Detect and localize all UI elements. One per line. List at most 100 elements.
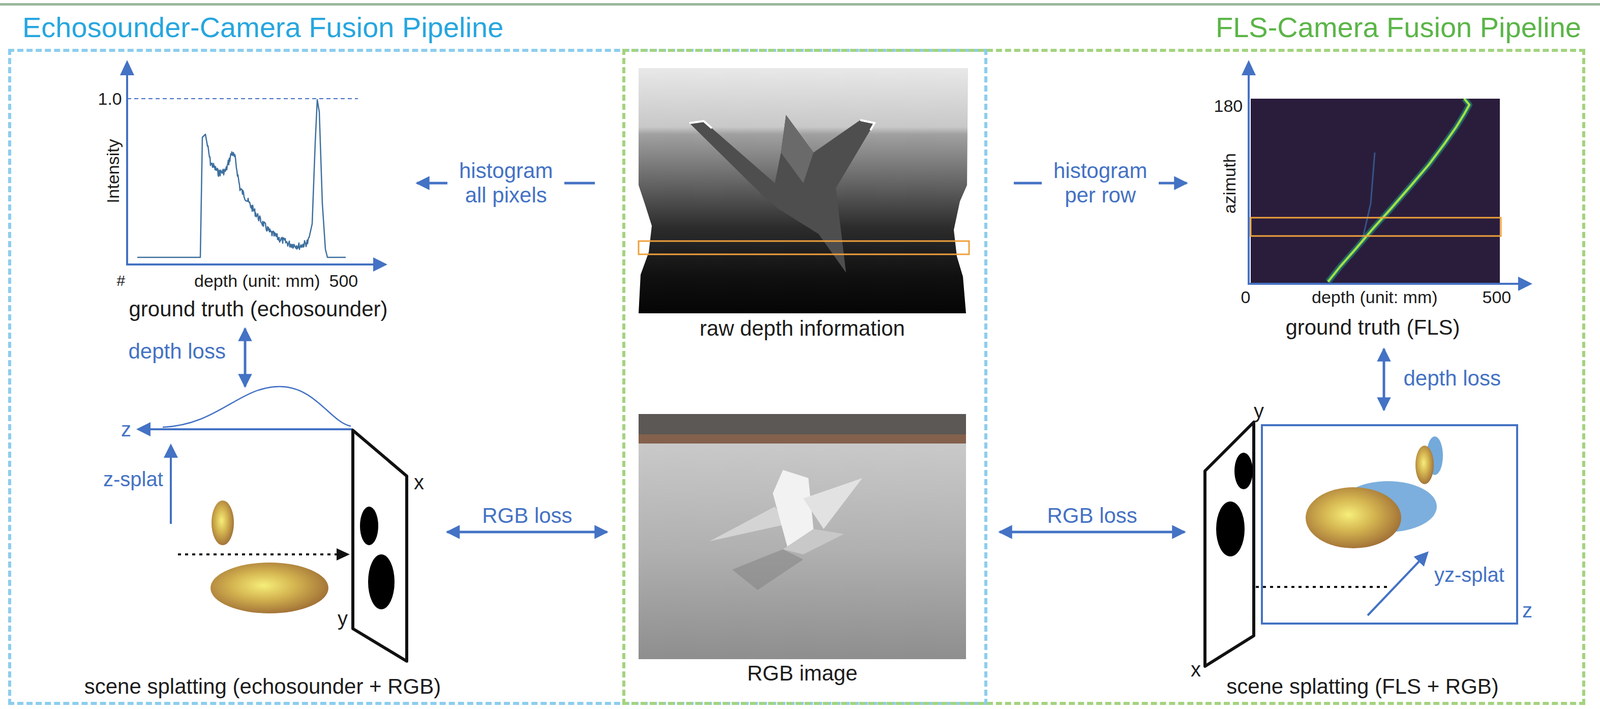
- fls-echo-line: [1327, 98, 1470, 282]
- crane-depth: [780, 114, 814, 184]
- wall: [638, 413, 966, 435]
- edge-label: depth loss: [1400, 366, 1504, 391]
- loss-arrow: [999, 530, 1185, 534]
- sonar-plane: [1261, 425, 1518, 624]
- row-highlight: [638, 240, 970, 255]
- rgb-photo: [638, 413, 966, 659]
- row-highlight: [1250, 217, 1501, 236]
- echosounder-splatting: [136, 386, 407, 661]
- panel-caption: scene splatting (echosounder + RGB): [84, 673, 442, 700]
- fls-image: [1250, 98, 1500, 283]
- axis-tick: 0: [1241, 287, 1251, 308]
- gaussian: [211, 500, 234, 546]
- axis-head: [1241, 59, 1256, 76]
- edge-label: histogram all pixels: [447, 158, 565, 208]
- projection-ray: [177, 553, 338, 556]
- crane-shadow: [732, 549, 804, 590]
- axis-head: [163, 443, 178, 458]
- panel-caption: raw depth information: [699, 315, 905, 342]
- top-rule: [0, 3, 1600, 6]
- axis-name: y: [337, 606, 348, 630]
- crane-wing: [803, 477, 863, 529]
- splatting-panel: scene splatting (FLS + RGB): [1189, 412, 1536, 700]
- x-axis: [1247, 282, 1521, 285]
- projected-splat: [1216, 501, 1245, 557]
- axis-tick: 1.0: [98, 88, 123, 109]
- splat-arrow: [1367, 560, 1420, 616]
- splat-label: z-splat: [103, 467, 164, 491]
- axis-tick: 180: [1214, 96, 1244, 116]
- fls-echo-core: [1327, 98, 1470, 282]
- axis-name: y: [1253, 399, 1264, 423]
- max-line: [127, 98, 358, 100]
- panel-caption: ground truth (echosounder): [129, 296, 388, 322]
- depth-profile: [162, 386, 351, 428]
- y-axis: [1247, 71, 1250, 285]
- axis-head: [136, 421, 151, 437]
- projected-splat: [368, 554, 395, 610]
- edge-label: histogram per row: [1041, 158, 1159, 208]
- splatting-panel: scene splatting (echosounder + RGB): [82, 391, 444, 700]
- crane-depth: [689, 114, 875, 273]
- ray-head: [336, 548, 350, 561]
- crane-tail: [782, 528, 844, 555]
- loss-arrow: [1382, 348, 1386, 410]
- axis-head: [1413, 551, 1429, 567]
- x-axis: [126, 263, 375, 266]
- edge-label: RGB loss: [1044, 503, 1141, 528]
- panel-caption: RGB image: [746, 660, 858, 686]
- image-plane: [1204, 421, 1254, 667]
- pipeline-region: Echosounder-Camera Fusion Pipelineground…: [8, 48, 988, 705]
- pipeline-title: Echosounder-Camera Fusion Pipeline: [22, 11, 504, 44]
- z-axis: [147, 428, 353, 431]
- projected-splat: [1234, 452, 1253, 490]
- fls-echo-glow: [1327, 98, 1470, 282]
- floor: [638, 443, 966, 659]
- axis-name: x: [1190, 657, 1201, 681]
- loss-arrow: [447, 530, 608, 534]
- panel-caption: ground truth (FLS): [1285, 314, 1460, 341]
- depth-image: [638, 68, 970, 314]
- depth-image-panel: raw depth information: [638, 68, 966, 343]
- axis-title: depth (unit: mm): [1311, 287, 1438, 308]
- projected-splat: [359, 506, 379, 546]
- axis-head: [373, 257, 388, 272]
- baseboard: [638, 434, 966, 444]
- loss-arrow: [244, 328, 247, 387]
- axis-head: [119, 59, 135, 76]
- splat-label: yz-splat: [1434, 562, 1505, 587]
- fls-splatting: [1204, 421, 1518, 667]
- y-axis: [126, 71, 129, 266]
- axis-name: z: [121, 417, 132, 441]
- axis-title: azimuth: [1219, 153, 1240, 214]
- crane-edge: [689, 121, 712, 129]
- axis-tick: 500: [1482, 287, 1512, 308]
- pipeline-title: FLS-Camera Fusion Pipeline: [1215, 11, 1582, 44]
- rgb-image-panel: RGB image: [638, 413, 966, 686]
- axis-tick: 500: [329, 270, 359, 291]
- projection-ray: [1235, 585, 1387, 588]
- splat-arrow: [169, 455, 172, 524]
- axis-name: z: [1522, 598, 1533, 622]
- panel-caption: scene splatting (FLS + RGB): [1226, 673, 1499, 700]
- depth-ground: [638, 68, 970, 314]
- gaussian: [1415, 445, 1434, 485]
- edge-label: RGB loss: [478, 503, 576, 528]
- edge-label: depth loss: [125, 339, 229, 364]
- axis-symbol: #: [116, 272, 126, 290]
- gaussian: [210, 562, 329, 614]
- axis-head: [1518, 276, 1533, 291]
- axis-title: depth (unit: mm): [194, 270, 321, 291]
- connectors: [245, 183, 1384, 532]
- gaussian: [1305, 487, 1402, 549]
- axis-title: Intensity: [102, 138, 123, 204]
- echosounder-chart: [119, 59, 388, 272]
- fls-echo: [1327, 98, 1470, 282]
- crane-edge: [860, 119, 875, 131]
- histogram-curve: [137, 99, 346, 258]
